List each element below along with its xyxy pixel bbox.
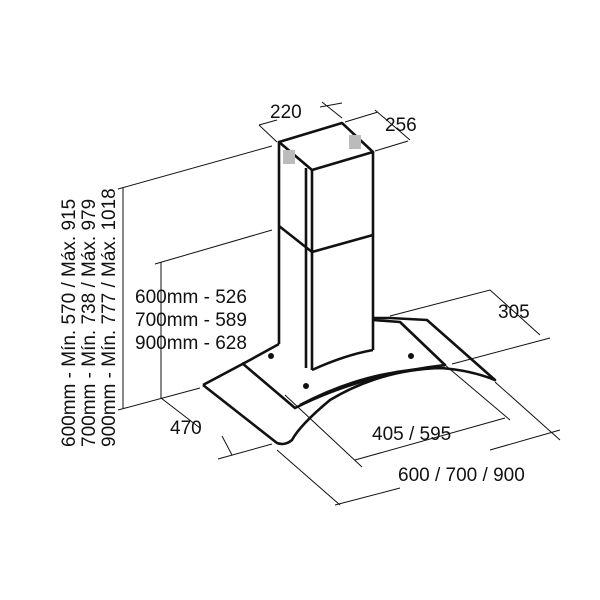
canopy — [202, 316, 497, 446]
dimension-lines — [117, 101, 561, 506]
total-height-600: 600mm - Mín. 570 / Máx. 915 — [59, 199, 80, 447]
dim-inner-width: 405 / 595 — [372, 424, 451, 445]
vent-grille-icon — [349, 135, 361, 149]
canopy-height-600: 600mm - 526 — [135, 287, 247, 308]
total-height-700: 700mm - Mín. 738 / Máx. 979 — [79, 199, 100, 447]
total-height-900: 900mm - Mín. 777 / Máx. 1018 — [99, 188, 120, 447]
canopy-height-700: 700mm - 589 — [135, 310, 247, 331]
dim-chimney-width: 220 — [270, 102, 302, 123]
dim-canopy-depth: 470 — [170, 418, 202, 439]
dim-canopy-back: 305 — [498, 302, 530, 323]
chimney — [277, 121, 375, 372]
vent-grille-icon — [283, 150, 295, 164]
dim-chimney-depth: 256 — [385, 115, 417, 136]
canopy-height-900: 900mm - 628 — [135, 333, 247, 354]
dim-total-width: 600 / 700 / 900 — [398, 465, 525, 486]
